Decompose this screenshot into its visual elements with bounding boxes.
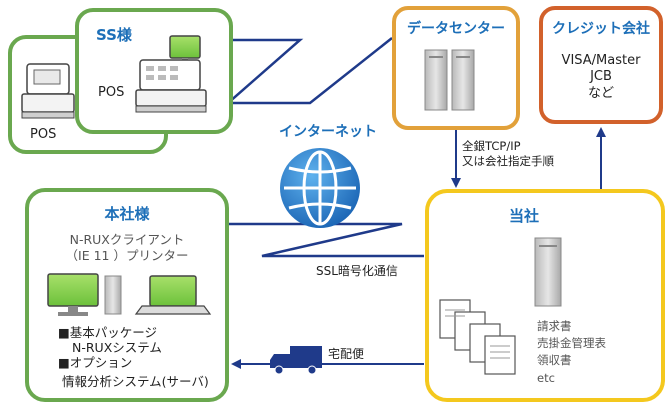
pos-terminal-icon bbox=[21, 63, 75, 119]
pos-terminal-icon bbox=[135, 35, 207, 113]
headoffice-title: 本社様 bbox=[104, 205, 150, 223]
headoffice-item-1: N-RUXシステム bbox=[72, 340, 162, 355]
globe-icon bbox=[280, 148, 360, 228]
delivery-arrow: 宅配便 bbox=[231, 346, 424, 375]
headoffice-item-2: ■オプション bbox=[58, 355, 132, 370]
client-line2: （IE 11 ）プリンター bbox=[66, 248, 189, 263]
company-doc-3: etc bbox=[537, 371, 555, 385]
headoffice-box: 本社様 N-RUXクライアント （IE 11 ）プリンター ■基本パッケージ N… bbox=[25, 188, 229, 402]
pos-front-label: POS bbox=[98, 85, 124, 100]
dc-link-line2: 又は会社指定手順 bbox=[462, 154, 554, 168]
datacenter-title: データセンター bbox=[407, 20, 505, 37]
internet-node: インターネット bbox=[279, 124, 377, 228]
company-title: 当社 bbox=[509, 207, 539, 225]
dc-link-line1: 全銀TCP/IP bbox=[462, 139, 521, 153]
pos-back-label: POS bbox=[30, 127, 56, 142]
truck-icon bbox=[270, 346, 322, 375]
credit-company-box: クレジット会社 VISA/Master JCB など bbox=[539, 6, 663, 124]
documents-icon bbox=[439, 299, 516, 375]
server-icon bbox=[534, 237, 562, 307]
ss-front-box: SS様 POS bbox=[75, 8, 233, 134]
company-doc-2: 領収書 bbox=[537, 353, 572, 367]
headoffice-item-3: 情報分析システム(サーバ) bbox=[62, 374, 209, 389]
client-line1: N-RUXクライアント bbox=[70, 232, 185, 247]
credit-line2: JCB bbox=[589, 69, 612, 84]
company-doc-1: 売掛金管理表 bbox=[537, 336, 606, 350]
datacenter-box: データセンター bbox=[392, 6, 520, 130]
credit-title: クレジット会社 bbox=[552, 20, 650, 37]
desktop-pc-icon bbox=[47, 273, 122, 316]
delivery-label: 宅配便 bbox=[328, 346, 364, 361]
server-icon bbox=[424, 49, 475, 111]
ss-title: SS様 bbox=[96, 26, 133, 44]
credit-line3: など bbox=[588, 86, 614, 101]
ssl-label: SSL暗号化通信 bbox=[316, 263, 398, 278]
laptop-icon bbox=[134, 275, 212, 315]
credit-line1: VISA/Master bbox=[562, 53, 642, 68]
internet-label: インターネット bbox=[279, 124, 377, 140]
our-company-box: 当社 請求書 売掛金管理表 領収書 etc bbox=[425, 189, 665, 402]
dc-to-company-arrow: 全銀TCP/IP 又は会社指定手順 bbox=[451, 130, 554, 188]
headoffice-item-0: ■基本パッケージ bbox=[58, 325, 157, 340]
company-doc-0: 請求書 bbox=[537, 319, 572, 333]
